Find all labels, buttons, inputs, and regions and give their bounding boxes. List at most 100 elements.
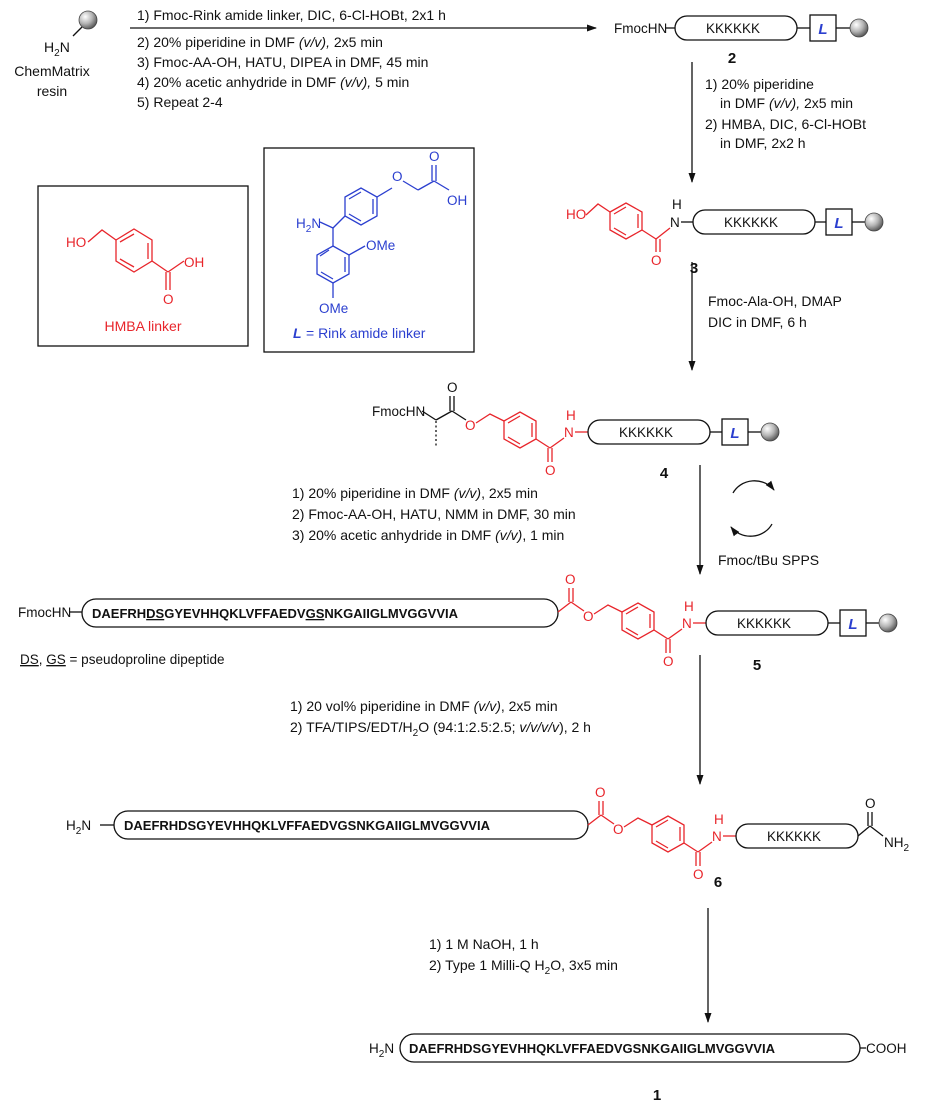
amide-n: N xyxy=(670,215,680,230)
ester-o: O xyxy=(583,609,594,624)
step1-above-text: 1) Fmoc-Rink amide linker, DIC, 6-Cl-HOB… xyxy=(137,7,446,23)
amide-h: H xyxy=(566,408,576,423)
compound-label-5: 5 xyxy=(753,657,761,674)
abeta-sequence-1: DAEFRHDSGYEVHHQKLVFFAEDVGSNKGAIIGLMVGGVV… xyxy=(409,1041,776,1056)
rink-label: = Rink amide linker xyxy=(306,325,426,341)
ho-label: HO xyxy=(566,207,586,222)
compound-1: H2N DAEFRHDSGYEVHHQKLVFFAEDVGSNKGAIIGLMV… xyxy=(369,1033,907,1104)
carbonyl-o: O xyxy=(651,253,662,268)
carbonyl-o: O xyxy=(693,867,704,882)
resin-bead-icon xyxy=(78,10,98,30)
compound-5: FmocHN DAEFRHDSGYEVHHQKLVFFAEDVGSNKGAIIG… xyxy=(18,572,898,674)
compound-label-2: 2 xyxy=(728,50,736,67)
resin-name-line1: ChemMatrix xyxy=(14,63,89,79)
step1-conditions: 1) Fmoc-Rink amide linker, DIC, 6-Cl-HOB… xyxy=(130,7,597,110)
hmba-linker-inset: HO OH O HMBA linker xyxy=(37,185,249,347)
cycle-arrows-icon xyxy=(730,480,775,537)
compound-3: HO O H N KKKKKK L 3 xyxy=(566,197,884,277)
hmba-ho: HO xyxy=(66,235,86,250)
kkkkkk-label: KKKKKK xyxy=(767,829,821,844)
resin-bead-icon xyxy=(760,422,780,442)
rink-ome-1: OMe xyxy=(366,238,395,253)
step5-line-1: 1) 20 vol% piperidine in DMF (v/v), 2x5 … xyxy=(290,698,558,714)
fmochn-label: FmocHN xyxy=(614,21,667,36)
rink-ether-o: O xyxy=(392,169,403,184)
abeta-sequence-6: DAEFRHDSGYEVHHQKLVFFAEDVGSNKGAIIGLMVGGVV… xyxy=(124,818,491,833)
step2-conditions: 1) 20% piperidine in DMF (v/v), 2x5 min … xyxy=(688,62,866,183)
ester-o: O xyxy=(613,822,624,837)
amide-h: H xyxy=(684,599,694,614)
step4-line-3: 3) 20% acetic anhydride in DMF (v/v), 1 … xyxy=(292,527,564,543)
step6-conditions: 1) 1 M NaOH, 1 h 2) Type 1 Milli-Q H2O, … xyxy=(429,908,712,1023)
amide-h: H xyxy=(714,812,724,827)
kkkkkk-label: KKKKKK xyxy=(724,215,778,230)
kkkkkk-label: KKKKKK xyxy=(706,21,760,36)
compound-label-4: 4 xyxy=(660,465,669,482)
pseudoproline-note: DS, GS = pseudoproline dipeptide xyxy=(20,652,225,667)
compound-4: FmocHN O O O H N KKKKKK L 4 xyxy=(372,380,780,482)
resin-name-line2: resin xyxy=(37,83,67,99)
step2-line-1: 1) 20% piperidine xyxy=(705,76,814,92)
ester-carbonyl-o: O xyxy=(565,572,576,587)
rink-linker-L: L xyxy=(834,215,843,232)
carbonyl-o: O xyxy=(545,463,556,478)
step2-line-3: 2) HMBA, DIC, 6-Cl-HOBt xyxy=(705,116,866,132)
rink-label-L: L xyxy=(293,325,302,341)
step5-line-2: 2) TFA/TIPS/EDT/H2O (94:1:2.5:2.5; v/v/v… xyxy=(290,719,591,739)
step6-line-2: 2) Type 1 Milli-Q H2O, 3x5 min xyxy=(429,957,618,977)
step5-conditions: 1) 20 vol% piperidine in DMF (v/v), 2x5 … xyxy=(290,655,704,785)
rink-linker-box xyxy=(809,14,837,42)
hmba-label: HMBA linker xyxy=(104,318,181,334)
rink-oh: OH xyxy=(447,193,467,208)
chemmatrix-resin: H2N ChemMatrix resin xyxy=(14,10,98,99)
nh2-label: NH2 xyxy=(884,835,910,854)
compound-6: H2N DAEFRHDSGYEVHHQKLVFFAEDVGSNKGAIIGLMV… xyxy=(66,785,910,891)
h2n-label: H2N xyxy=(369,1041,394,1060)
hmba-carbonyl-o: O xyxy=(163,292,174,307)
amide-n: N xyxy=(564,425,574,440)
carbonyl-o: O xyxy=(663,654,674,669)
rink-linker-box xyxy=(825,208,853,236)
resin-bead-icon xyxy=(849,18,869,38)
abeta-sequence-pill xyxy=(81,598,559,628)
step1-line-5: 5) Repeat 2-4 xyxy=(137,94,223,110)
step1-line-3: 3) Fmoc-AA-OH, HATU, DIPEA in DMF, 45 mi… xyxy=(137,54,428,70)
rink-ome-2: OMe xyxy=(319,301,348,316)
step2-line-4: in DMF, 2x2 h xyxy=(720,135,806,151)
cooh-label: COOH xyxy=(866,1041,907,1056)
amide-n: N xyxy=(682,616,692,631)
amide-h: H xyxy=(672,197,682,212)
abeta-sequence-5: DAEFRHDSGYEVHHQKLVFFAEDVGSNKGAIIGLMVGGVV… xyxy=(92,606,459,621)
rink-linker-L: L xyxy=(730,425,739,442)
rink-linker-box xyxy=(839,609,867,637)
amide-carbonyl-o: O xyxy=(865,796,876,811)
compound-2: FmocHN KKKKKK L 2 xyxy=(614,14,869,67)
step6-line-1: 1) 1 M NaOH, 1 h xyxy=(429,936,539,952)
hmba-oh: OH xyxy=(184,255,204,270)
compound-label-6: 6 xyxy=(714,874,722,891)
step1-line-2: 2) 20% piperidine in DMF (v/v), 2x5 min xyxy=(137,34,383,50)
rink-linker-L: L xyxy=(818,21,827,38)
kkkkkk-label: KKKKKK xyxy=(619,425,673,440)
step4-line-1: 1) 20% piperidine in DMF (v/v), 2x5 min xyxy=(292,485,538,501)
kkkkkk-label: KKKKKK xyxy=(737,616,791,631)
fmochn-label: FmocHN xyxy=(372,404,425,419)
step3-conditions: Fmoc-Ala-OH, DMAP DIC in DMF, 6 h xyxy=(688,262,842,371)
rink-inset-box xyxy=(263,147,475,353)
compound-label-1: 1 xyxy=(653,1087,661,1104)
ester-o: O xyxy=(465,418,476,433)
ala-carbonyl-o: O xyxy=(447,380,458,395)
resin-bead-icon xyxy=(878,613,898,633)
rink-linker-inset: H2N O O OH OMe OMe L = Rink amide linker xyxy=(263,147,475,353)
step3-line-1: Fmoc-Ala-OH, DMAP xyxy=(708,293,842,309)
rink-carbonyl-o: O xyxy=(429,149,440,164)
amide-n: N xyxy=(712,829,722,844)
rink-h2n: H2N xyxy=(296,216,321,235)
spps-cycle-label: Fmoc/tBu SPPS xyxy=(718,552,819,568)
fmochn-label: FmocHN xyxy=(18,605,71,620)
compound-label-3: 3 xyxy=(690,260,698,277)
step2-line-2: in DMF (v/v), 2x5 min xyxy=(720,95,853,111)
resin-bead-icon xyxy=(864,212,884,232)
ester-carbonyl-o: O xyxy=(595,785,606,800)
